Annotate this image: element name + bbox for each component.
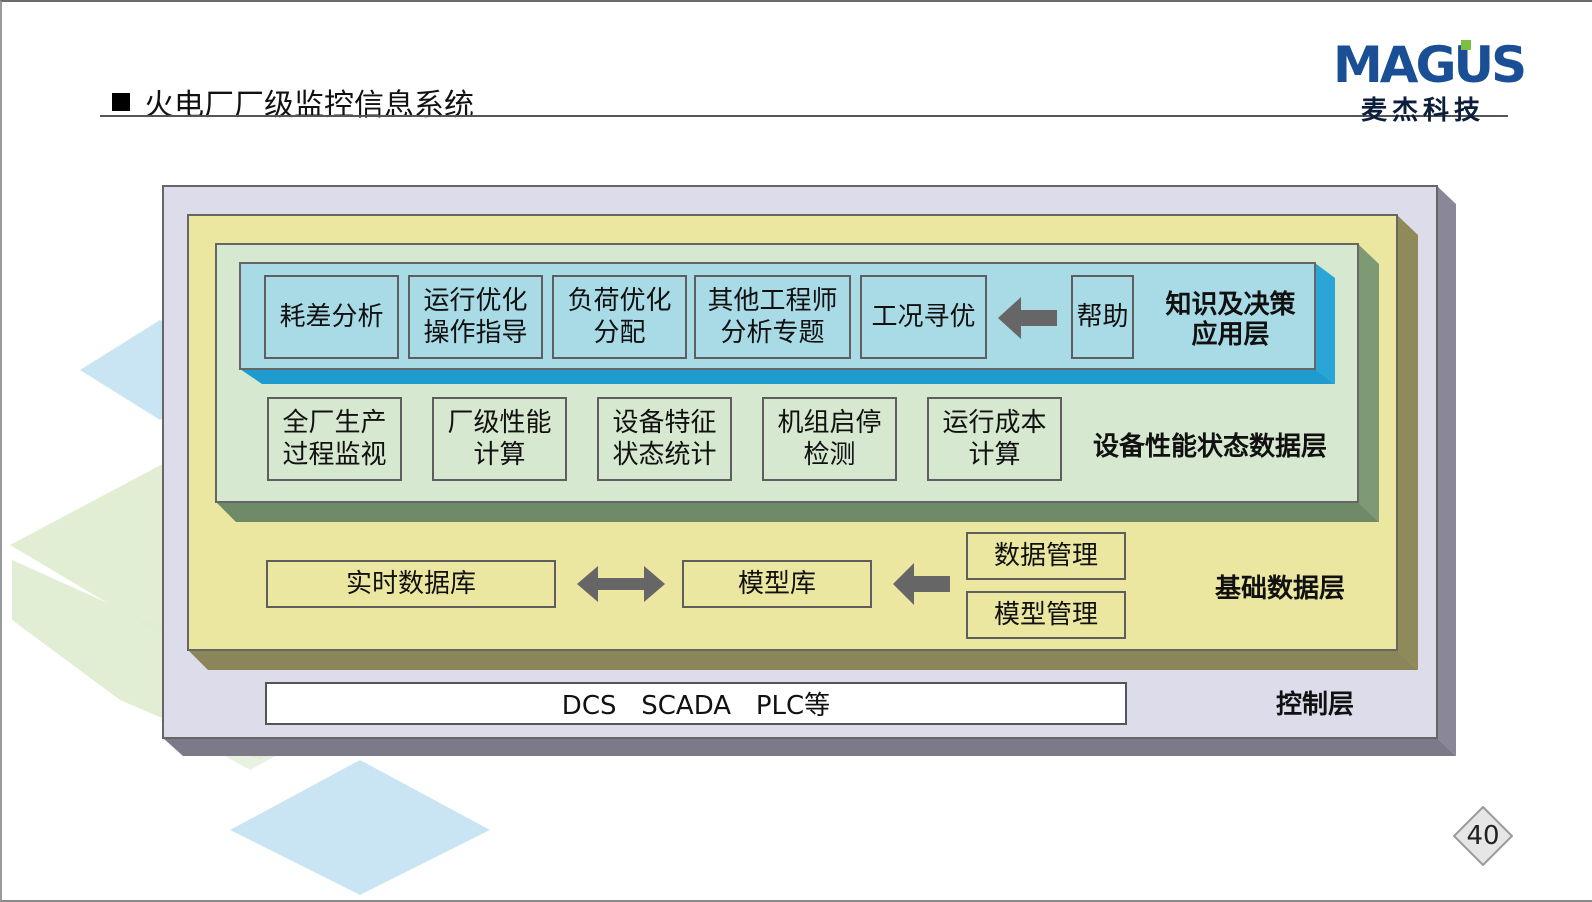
knowledge-box: 其他工程师分析专题 [694,275,851,359]
logo-subtitle: 麦杰科技 [1361,96,1486,126]
diamond-icon [1452,805,1514,867]
equipment-box: 运行成本计算 [927,397,1062,481]
equipment-box: 厂级性能计算 [432,397,567,481]
equipment-layer-side [1358,244,1379,522]
knowledge-layer-side [1315,263,1335,384]
knowledge-box: 负荷优化分配 [552,275,687,359]
box-line: 耗差分析 [279,302,384,332]
equipment-box: 机组启停检测 [762,397,897,481]
box-line: 厂级性能 [447,408,552,438]
box-line: 负荷优化 [567,286,672,316]
realtime-db-box: 实时数据库 [266,560,556,608]
equipment-box: 设备特征状态统计 [597,397,732,481]
page-number-badge: 40 [1452,805,1514,867]
equipment-box: 全厂生产过程监视 [267,397,402,481]
knowledge-box: 耗差分析 [264,275,399,359]
outer-layer-bottom [163,738,1456,756]
control-content: DCS SCADA PLC等 [561,691,831,721]
box-line: 计算 [473,440,526,470]
arrow-left-icon [893,563,950,605]
header-divider [100,115,1508,117]
knowledge-box: 工况寻优 [860,275,987,359]
label-line: 知识及决策 [1165,290,1296,320]
help-box: 帮助 [1071,275,1134,359]
base-layer-label: 基础数据层 [1214,574,1345,604]
slide-title: 火电厂厂级监控信息系统 [112,80,474,124]
box-line: 过程监视 [282,440,387,470]
box-line: 运行成本 [942,408,1047,438]
box-line: 机组启停 [777,408,882,438]
company-logo: MAGUS 麦杰科技 [1333,40,1543,127]
help-label: 帮助 [1076,302,1129,332]
double-arrow-icon [577,566,665,602]
box-line: 其他工程师 [707,286,838,316]
box-line: 设备特征 [612,408,717,438]
model-lib-box: 模型库 [682,560,872,608]
outer-layer-side [1437,186,1456,756]
control-bar [265,682,1127,725]
box-line: 运行优化 [423,286,528,316]
box-line: 分配 [593,318,646,348]
box-line: 工况寻优 [871,302,976,332]
equipment-layer-label: 设备性能状态数据层 [1092,432,1327,462]
knowledge-layer-bottom [240,369,1335,384]
base-layer-bottom [188,650,1418,670]
control-layer-label: 控制层 [1275,690,1354,720]
base-layer-side [1397,215,1418,670]
slide-title-text: 火电厂厂级监控信息系统 [144,88,474,123]
logo-dot-icon [1461,40,1471,50]
box-line: 分析专题 [720,318,825,348]
logo-text: MAGUS [1333,36,1527,94]
model-mgmt-box: 模型管理 [966,591,1126,639]
knowledge-box: 运行优化操作指导 [408,275,543,359]
arrow-left-icon [998,297,1057,339]
box-line: 操作指导 [423,318,528,348]
page-number: 40 [1466,821,1500,851]
box-line: 全厂生产 [282,408,387,438]
bullet-square-icon [112,93,130,111]
box-line: 状态统计 [612,440,717,470]
knowledge-layer-label: 知识及决策 应用层 [1148,290,1313,350]
label-line: 应用层 [1191,320,1270,350]
box-line: 计算 [968,440,1021,470]
data-mgmt-box: 数据管理 [966,532,1126,580]
equipment-layer-bottom [216,502,1379,522]
box-line: 检测 [803,440,856,470]
